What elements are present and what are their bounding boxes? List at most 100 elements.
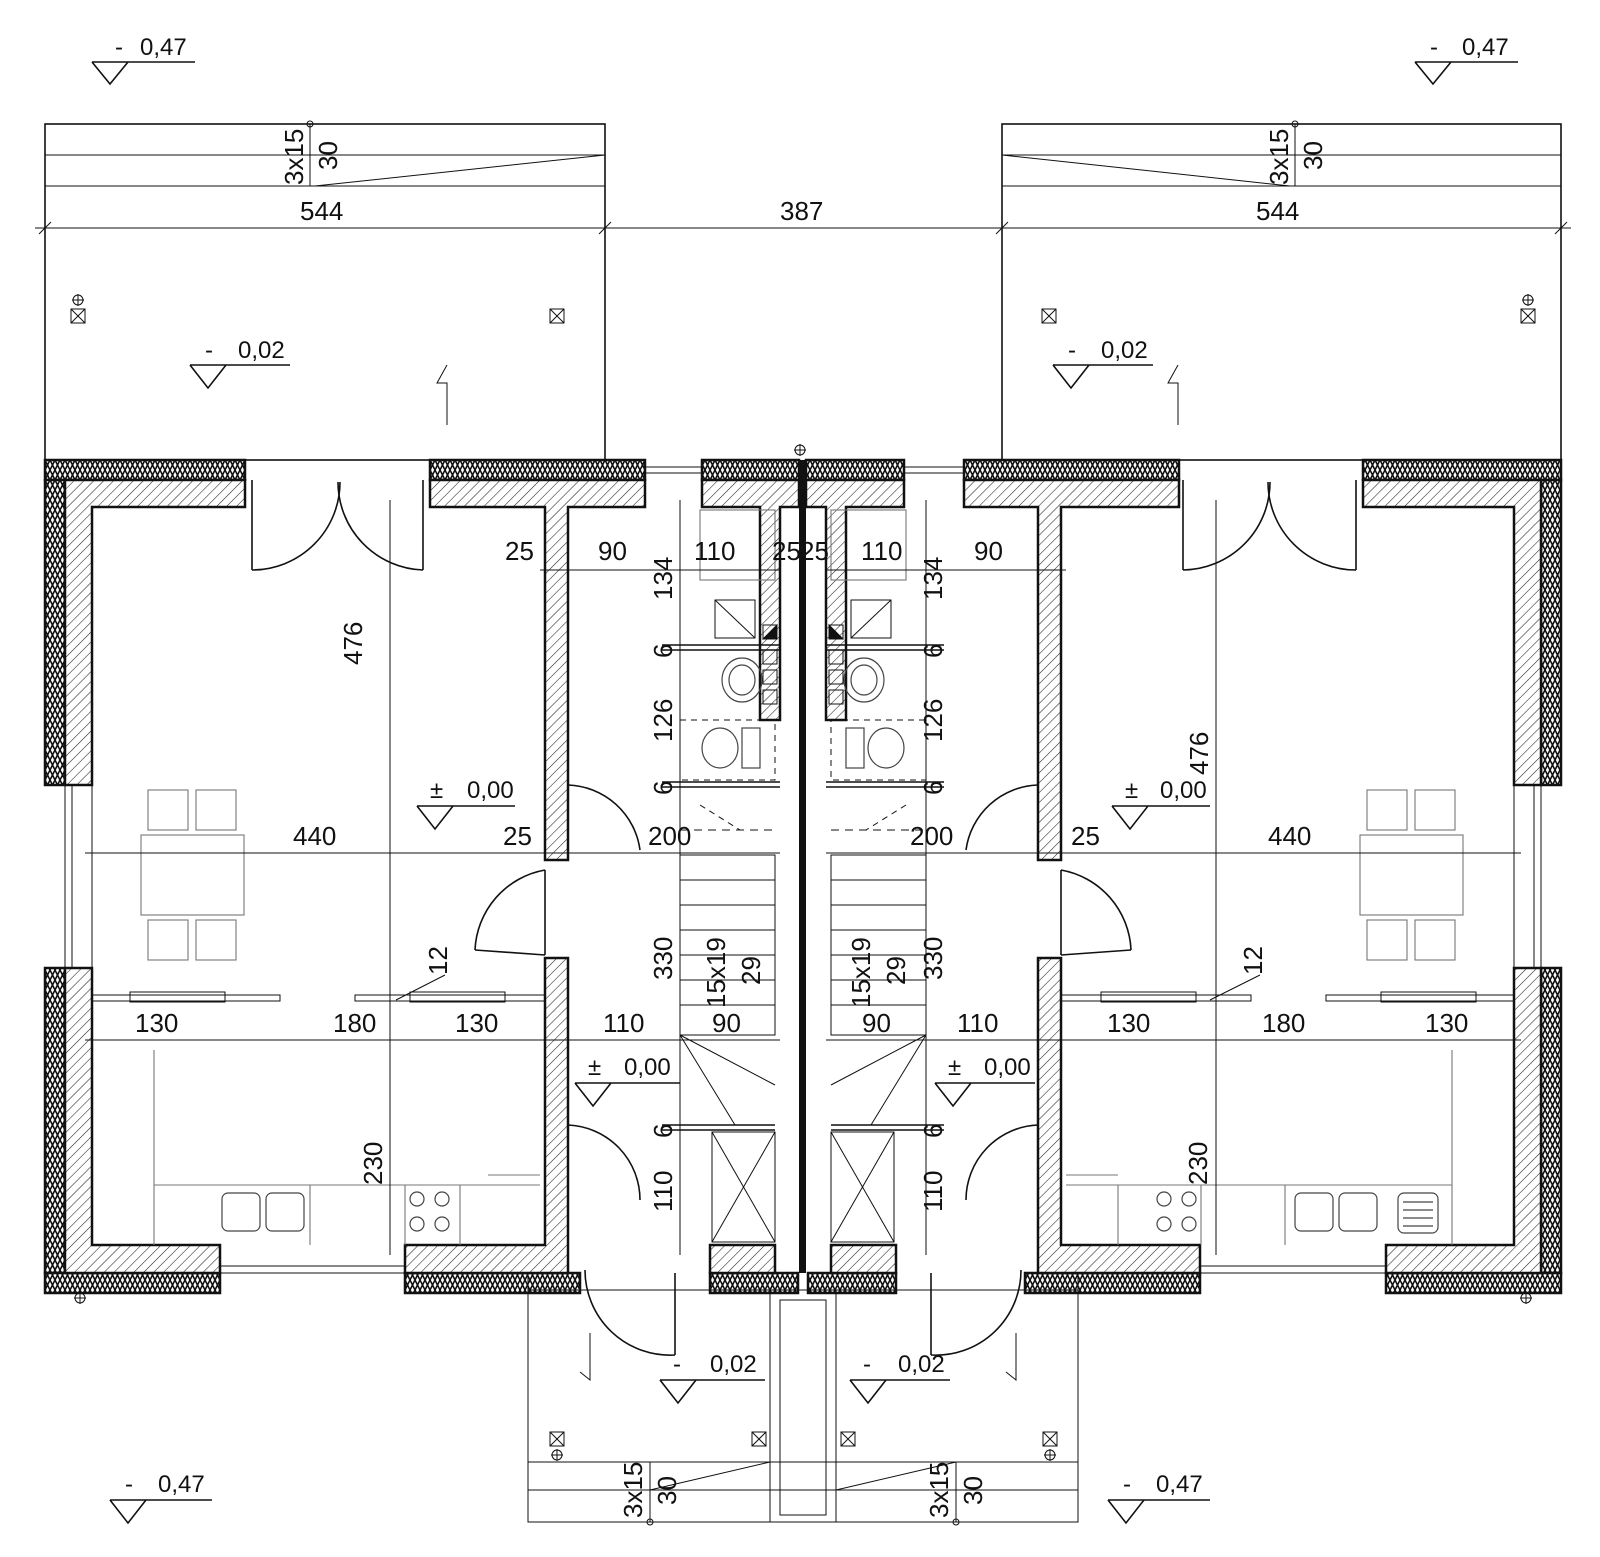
svg-text:0,02: 0,02 (1101, 337, 1148, 364)
structural-walls (63, 460, 1543, 1275)
dining-table-left (140, 789, 245, 961)
svg-text:0,00: 0,00 (624, 1054, 671, 1081)
svg-text:0,47: 0,47 (1156, 1471, 1203, 1498)
partitions (662, 644, 944, 1131)
entry-porch (527, 1273, 1079, 1526)
svg-text:110: 110 (648, 1171, 678, 1212)
svg-text:90: 90 (598, 536, 627, 566)
level-marker-entry-right: - 0,02 (849, 1351, 950, 1405)
level-marker-hall-left: ± 0,00 (574, 1054, 680, 1108)
svg-text:0,00: 0,00 (984, 1054, 1031, 1081)
svg-text:30: 30 (958, 1476, 988, 1505)
svg-text:0,47: 0,47 (140, 34, 187, 61)
svg-text:130: 130 (1425, 1008, 1468, 1038)
svg-text:110: 110 (957, 1008, 998, 1038)
svg-text:-: - (115, 34, 123, 61)
svg-text:6: 6 (648, 644, 678, 658)
svg-text:25: 25 (1071, 821, 1100, 851)
svg-text:15x19: 15x19 (846, 937, 876, 1008)
level-marker-top-left: - 0,47 (91, 34, 195, 86)
svg-text:230: 230 (358, 1142, 388, 1185)
dimension-lines (85, 500, 1521, 1255)
svg-text:0,02: 0,02 (898, 1351, 945, 1378)
staircase-left (679, 795, 776, 1126)
svg-text:0,02: 0,02 (710, 1351, 757, 1378)
svg-text:130: 130 (455, 1008, 498, 1038)
svg-text:130: 130 (135, 1008, 178, 1038)
svg-text:±: ± (430, 777, 443, 804)
drainer-icon-right (1397, 1192, 1439, 1234)
svg-text:-: - (1430, 34, 1438, 61)
toilet-icon-right (845, 727, 905, 769)
svg-text:25: 25 (800, 536, 829, 566)
svg-text:90: 90 (974, 536, 1003, 566)
drain-icons-bottom (74, 444, 1532, 1461)
svg-text:0,47: 0,47 (158, 1471, 205, 1498)
svg-text:134: 134 (648, 557, 678, 600)
level-marker-bottom-right: - 0,47 (1107, 1471, 1210, 1525)
vent-ducts (761, 623, 845, 705)
drain-icons-top (70, 294, 1536, 425)
svg-text:0,00: 0,00 (1160, 777, 1207, 804)
svg-text:330: 330 (648, 937, 678, 980)
svg-text:180: 180 (333, 1008, 376, 1038)
svg-text:12: 12 (1238, 946, 1268, 975)
svg-text:110: 110 (694, 536, 735, 566)
svg-text:-: - (1068, 337, 1076, 364)
svg-text:230: 230 (1183, 1142, 1213, 1185)
svg-text:6: 6 (648, 781, 678, 795)
svg-text:0,02: 0,02 (238, 337, 285, 364)
svg-text:12: 12 (423, 946, 453, 975)
svg-text:200: 200 (648, 821, 691, 851)
terrace-door-right (1182, 480, 1357, 571)
svg-text:-: - (673, 1351, 681, 1378)
svg-text:110: 110 (603, 1008, 644, 1038)
svg-text:25: 25 (505, 536, 534, 566)
hall-doors-left (474, 784, 676, 1356)
svg-text:130: 130 (1107, 1008, 1150, 1038)
level-marker-hall-right: ± 0,00 (934, 1054, 1035, 1108)
svg-text:126: 126 (648, 699, 678, 742)
svg-text:30: 30 (652, 1476, 682, 1505)
svg-text:110: 110 (918, 1171, 948, 1212)
svg-text:25: 25 (772, 536, 801, 566)
svg-text:200: 200 (910, 821, 953, 851)
washbasin-icon-left (721, 657, 763, 703)
dim-living-h-right: 476 (1184, 732, 1214, 775)
svg-text:90: 90 (862, 1008, 891, 1038)
level-marker-terrace-left: - 0,02 (189, 337, 290, 390)
svg-text:440: 440 (293, 821, 336, 851)
svg-text:±: ± (948, 1054, 961, 1081)
sliding-doors (91, 991, 1515, 1003)
svg-text:±: ± (588, 1054, 601, 1081)
dim-living-h-left: 476 (338, 622, 368, 665)
svg-text:126: 126 (918, 699, 948, 742)
svg-text:180: 180 (1262, 1008, 1305, 1038)
hall-doors-right (930, 784, 1132, 1356)
terrace-right (1001, 120, 1562, 461)
level-marker-entry-left: - 0,02 (659, 1351, 765, 1405)
dimension-ticks-top (38, 221, 1568, 235)
dim-terrace-right: 544 (1256, 196, 1299, 226)
svg-text:134: 134 (918, 557, 948, 600)
dim-terrace-left: 544 (300, 196, 343, 226)
sink-icon-left (221, 1192, 305, 1232)
storage-boxes (711, 599, 895, 1243)
svg-text:-: - (205, 337, 213, 364)
dim-tread-tr: 30 (1298, 141, 1328, 170)
svg-text:-: - (863, 1351, 871, 1378)
svg-text:3x15: 3x15 (924, 1462, 954, 1518)
svg-text:29: 29 (736, 956, 766, 985)
level-marker-top-right: - 0,47 (1414, 34, 1518, 86)
kitchen-counter-left (153, 1050, 540, 1245)
kitchen-counter-right (1066, 1050, 1453, 1245)
level-marker-living-left: ± 0,00 (416, 777, 515, 831)
svg-text:6: 6 (918, 781, 948, 795)
svg-text:0,00: 0,00 (467, 777, 514, 804)
svg-text:3x15: 3x15 (618, 1462, 648, 1518)
level-marker-terrace-right: - 0,02 (1052, 337, 1153, 390)
svg-text:110: 110 (861, 536, 902, 566)
dining-table-right (1359, 789, 1464, 961)
level-marker-bottom-left: - 0,47 (109, 1471, 212, 1525)
